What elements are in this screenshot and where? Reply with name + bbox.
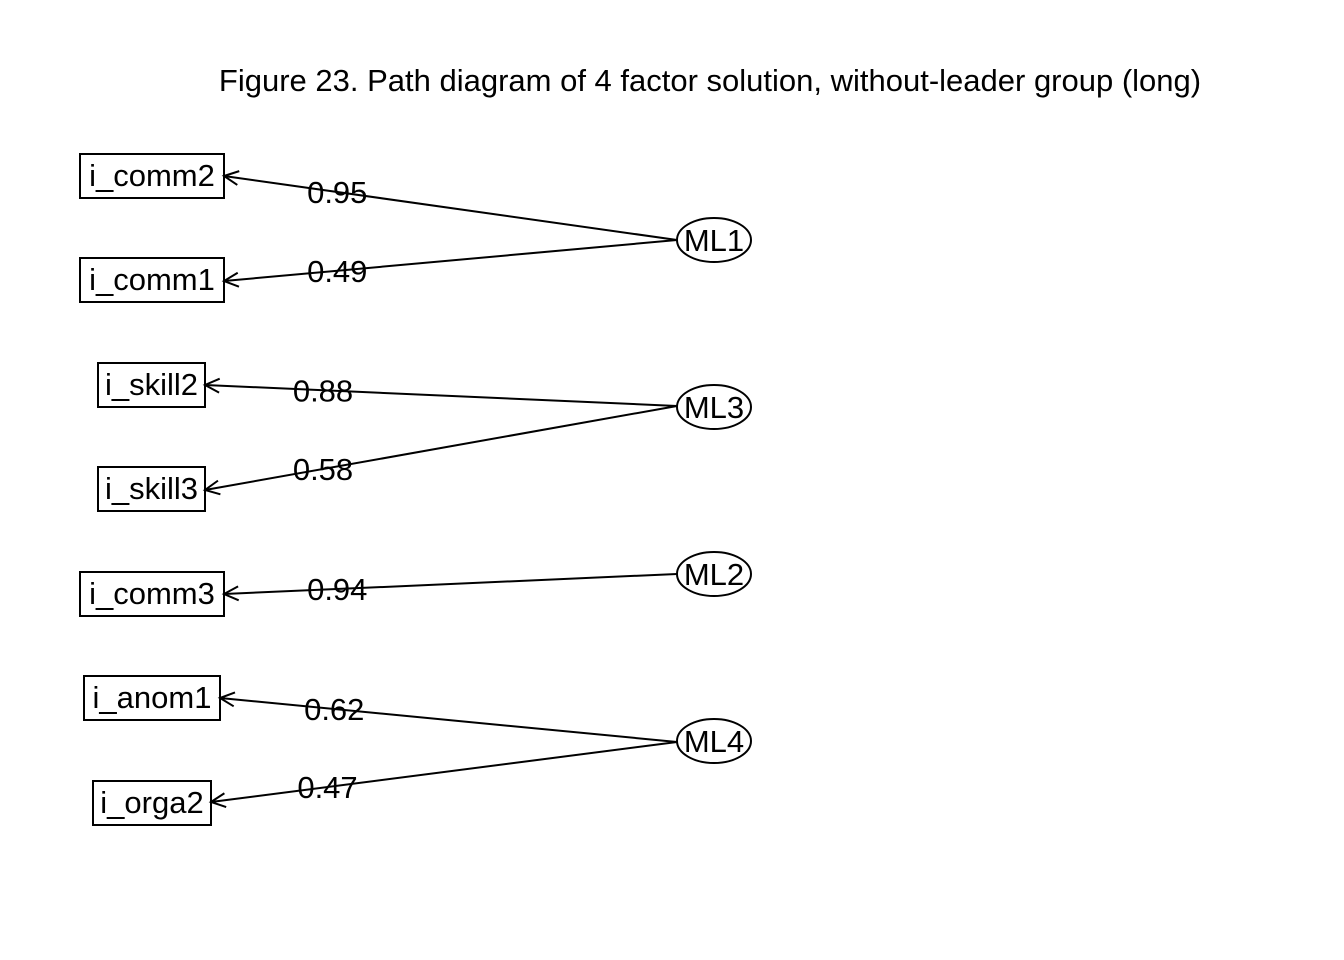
loading-value: 0.88 — [293, 373, 353, 408]
indicator-box — [79, 257, 225, 303]
factor-oval — [676, 551, 752, 597]
loading-path — [223, 175, 678, 241]
factor-label: ML3 — [684, 390, 744, 425]
factor-oval — [676, 217, 752, 263]
indicator-box — [79, 153, 225, 199]
indicator-i-comm1: i_comm1 — [79, 257, 225, 303]
indicator-label: i_orga2 — [100, 785, 203, 820]
indicator-box — [79, 571, 225, 617]
indicator-label: i_skill3 — [105, 471, 198, 506]
indicator-label: i_comm2 — [89, 158, 215, 193]
loading-value: 0.95 — [307, 175, 367, 210]
indicator-i-comm2: i_comm2 — [79, 153, 225, 199]
indicator-box — [92, 780, 212, 826]
factor-label: ML2 — [684, 557, 744, 592]
loading-path — [204, 384, 678, 407]
factor-label: ML4 — [684, 724, 744, 759]
factor-ml4: ML4 — [676, 718, 752, 764]
figure-title: Figure 23. Path diagram of 4 factor solu… — [219, 63, 1201, 98]
factor-oval — [676, 718, 752, 764]
factor-oval — [676, 384, 752, 430]
loading-value: 0.49 — [307, 254, 367, 289]
loading-path — [219, 697, 678, 743]
loading-value: 0.47 — [297, 770, 357, 805]
loading-labels: 0.95 0.49 0.88 0.58 0.94 0.62 0.47 — [293, 175, 368, 805]
indicator-box — [83, 675, 221, 721]
loading-value: 0.94 — [307, 572, 367, 607]
indicator-i-skill2: i_skill2 — [97, 362, 206, 408]
loading-value: 0.62 — [304, 692, 364, 727]
indicator-box — [97, 362, 206, 408]
indicator-i-comm3: i_comm3 — [79, 571, 225, 617]
indicator-box — [97, 466, 206, 512]
indicator-nodes: i_comm2 i_comm1 i_skill2 i_skill3 i_comm… — [79, 153, 225, 826]
loading-path — [210, 741, 678, 803]
loading-path — [223, 573, 678, 595]
factor-nodes: ML1 ML3 ML2 ML4 — [676, 217, 752, 764]
factor-label: ML1 — [684, 223, 744, 258]
indicator-i-anom1: i_anom1 — [83, 675, 221, 721]
indicator-label: i_comm1 — [89, 262, 215, 297]
indicator-i-skill3: i_skill3 — [97, 466, 206, 512]
factor-ml3: ML3 — [676, 384, 752, 430]
loading-value: 0.58 — [293, 452, 353, 487]
indicator-label: i_comm3 — [89, 576, 215, 611]
indicator-i-orga2: i_orga2 — [92, 780, 212, 826]
factor-ml1: ML1 — [676, 217, 752, 263]
indicator-label: i_skill2 — [105, 367, 198, 402]
loading-paths — [202, 170, 678, 809]
factor-ml2: ML2 — [676, 551, 752, 597]
loading-path — [204, 405, 678, 491]
loading-path — [223, 239, 678, 282]
indicator-label: i_anom1 — [93, 680, 212, 715]
